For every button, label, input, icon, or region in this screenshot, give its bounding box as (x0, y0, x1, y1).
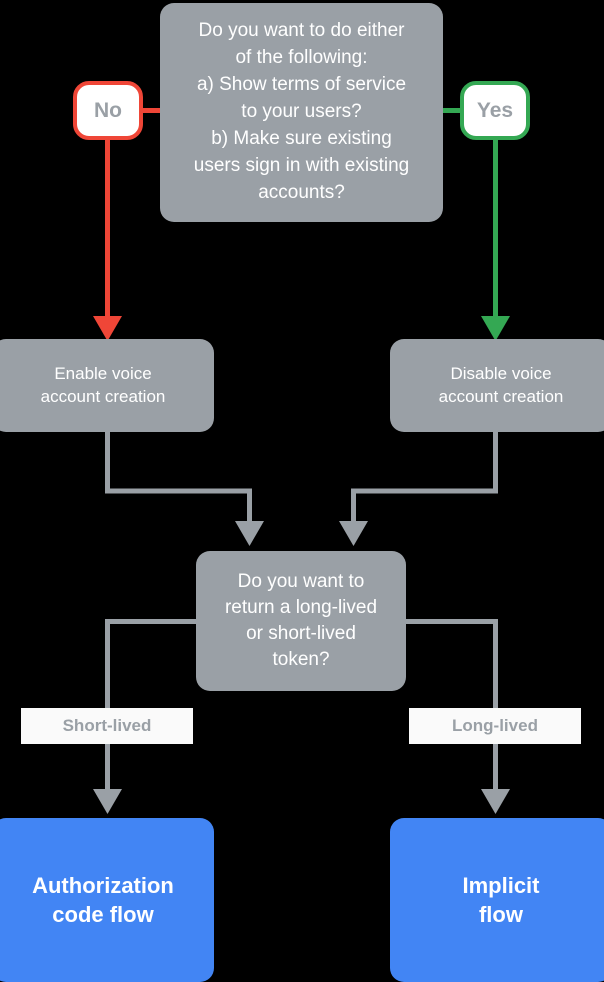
edge-label-short-lived: Short-lived (21, 708, 193, 744)
arrowhead-enable-to-token (235, 521, 264, 546)
terminal-node-implicit-flow[interactable]: Implicit flow (390, 818, 604, 982)
terminal-node-authorization-code-flow[interactable]: Authorization code flow (0, 818, 214, 982)
arrowhead-token-to-implicit (481, 789, 510, 814)
edge-label-long-lived-text: Long-lived (452, 716, 538, 735)
decision-token-text: Do you want to return a long-lived or sh… (224, 571, 378, 670)
edge-disable-to-token (351, 430, 498, 523)
arrowhead-no-to-enable (93, 316, 122, 341)
edge-enable-to-token (105, 430, 252, 523)
edge-label-short-lived-text: Short-lived (62, 716, 152, 735)
authorization-code-flow-text: Authorization code flow (32, 872, 174, 927)
enable-voice-text: Enable voice account creation (40, 364, 166, 406)
arrowhead-token-to-auth (93, 789, 122, 814)
decision-node-token-lifetime[interactable]: Do you want to return a long-lived or sh… (196, 551, 406, 691)
decision-start-text: Do you want to do either of the followin… (193, 20, 410, 203)
edge-label-long-lived: Long-lived (409, 708, 581, 744)
branch-badge-no-label: No (94, 98, 122, 122)
process-node-enable-voice-account-creation[interactable]: Enable voice account creation (0, 339, 214, 432)
implicit-flow-text: Implicit flow (462, 872, 540, 927)
disable-voice-text: Disable voice account creation (438, 364, 564, 406)
arrowhead-yes-to-disable (481, 316, 510, 341)
decision-node-terms-or-existing-accounts[interactable]: Do you want to do either of the followin… (160, 3, 443, 222)
arrowhead-disable-to-token (339, 521, 368, 546)
branch-badge-yes[interactable]: Yes (460, 81, 530, 140)
process-node-disable-voice-account-creation[interactable]: Disable voice account creation (390, 339, 604, 432)
branch-badge-yes-label: Yes (476, 98, 514, 122)
branch-badge-no[interactable]: No (73, 81, 143, 140)
